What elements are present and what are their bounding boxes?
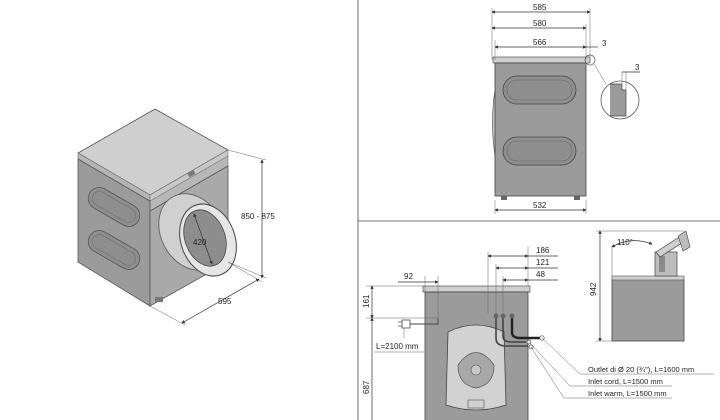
side-emboss-upper <box>87 187 141 227</box>
lid-view: 110° 942 <box>589 230 691 342</box>
dim-566: 566 <box>533 38 547 47</box>
lid-view-body <box>611 278 685 342</box>
lid-height-label: 942 <box>589 282 598 296</box>
dim-585: 585 <box>533 3 547 12</box>
inlet-warm-label: Inlet warm, L=1500 mm <box>588 389 667 398</box>
display-window <box>187 170 196 178</box>
outlet-label: Outlet di Ø 20 (¾"), L=1600 mm <box>588 365 694 374</box>
dim-186: 186 <box>536 246 550 255</box>
side-oval-upper <box>502 75 577 105</box>
isometric-view: 420 850 - 875 595 <box>77 108 275 326</box>
power-plug-icon <box>401 319 411 329</box>
side-view: 585 580 566 3 532 3 <box>491 3 640 214</box>
lid-back-panel <box>654 251 678 277</box>
inlet-warm-hose <box>495 318 528 347</box>
door-diameter-label: 420 <box>193 238 207 247</box>
side-oval-lower <box>502 136 577 166</box>
height-range-label: 850 - 875 <box>241 212 275 221</box>
dim-532: 532 <box>533 201 547 210</box>
dim-3-detail: 3 <box>635 63 640 72</box>
side-top-plate <box>492 56 591 64</box>
inlet-cord-hose <box>502 318 526 343</box>
inlet-cord-label: Inlet cord, L=1500 mm <box>588 377 663 386</box>
rear-top-plate <box>422 285 531 293</box>
power-cord <box>410 318 439 325</box>
lid-angle-label: 110° <box>617 238 633 247</box>
side-emboss-lower <box>87 230 141 270</box>
washer-foot <box>155 297 163 302</box>
dim-687: 687 <box>362 380 371 394</box>
outlet-hose <box>510 318 540 340</box>
cord-length-label: L=2100 mm <box>376 342 419 351</box>
dim-161: 161 <box>362 294 371 308</box>
rear-view: L=2100 mm 186 121 48 92 161 687 Outlet d… <box>362 246 714 420</box>
dim-92: 92 <box>404 272 413 281</box>
dim-121: 121 <box>536 258 550 267</box>
width-label: 595 <box>218 297 232 306</box>
dim-580: 580 <box>533 19 547 28</box>
dim-3-top: 3 <box>602 39 607 48</box>
dim-48: 48 <box>536 270 545 279</box>
